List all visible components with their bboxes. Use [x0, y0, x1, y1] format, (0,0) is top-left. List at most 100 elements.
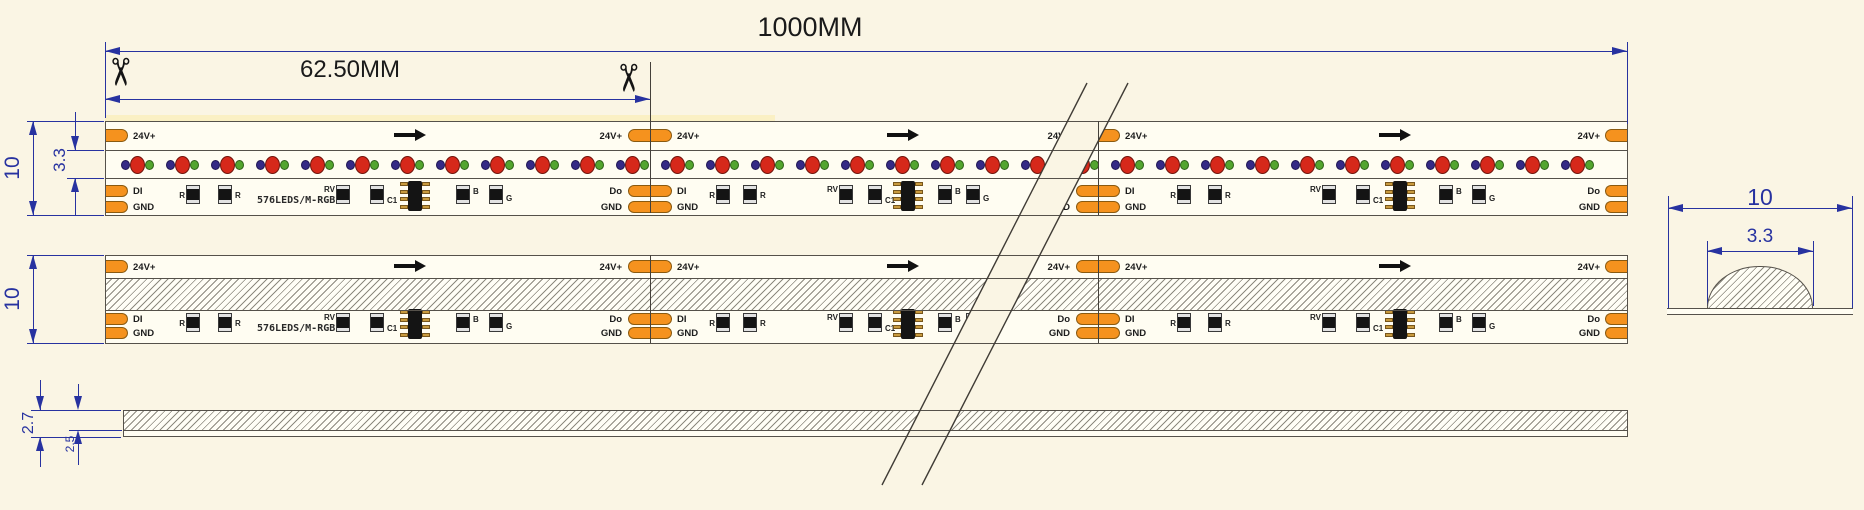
- extension-line: [27, 343, 104, 344]
- ic-pin: [915, 197, 923, 201]
- pad-label-data-in: DI: [133, 186, 143, 197]
- component-label: R: [179, 191, 185, 200]
- smd-component-channel-g: [1473, 186, 1485, 203]
- rgb-led-cluster: [1471, 156, 1504, 174]
- solder-pad-data-out: [1605, 313, 1628, 325]
- smd-component-capacitor-c1: [869, 314, 881, 331]
- rgb-led-cluster: [571, 156, 604, 174]
- dim-arrow-icon: [71, 178, 79, 192]
- flow-direction-arrow-icon: [887, 129, 919, 141]
- rgb-led-cluster: [1426, 156, 1459, 174]
- ic-pin: [422, 182, 430, 186]
- strip-edge-line: [105, 278, 1628, 279]
- smd-component-resistor: [717, 314, 729, 331]
- pad-label-power: 24V+: [133, 262, 156, 273]
- strip2-height-label: 10: [1, 287, 24, 311]
- strip-edge-line: [105, 255, 106, 343]
- smd-component-resistor-rv: [337, 314, 349, 331]
- cut-mark-line: [650, 62, 651, 213]
- solder-pad-ground: [1605, 201, 1628, 213]
- strip-edge-line: [105, 121, 106, 215]
- rgb-led-cluster: [481, 156, 514, 174]
- smd-component-resistor-rv: [337, 186, 349, 203]
- ic-pin: [1385, 204, 1393, 209]
- ic-pin: [422, 204, 430, 209]
- smd-component-channel-b: [1440, 186, 1452, 203]
- pad-label-data-out: Do: [609, 314, 622, 325]
- pad-label-power: 24V+: [599, 131, 622, 142]
- extension-line: [1852, 196, 1853, 308]
- component-label: B: [473, 187, 479, 196]
- smd-component-capacitor-c1: [1357, 314, 1369, 331]
- strip-edge-line: [105, 255, 1628, 256]
- ic-pin: [1385, 332, 1393, 337]
- rgb-led-cluster: [166, 156, 199, 174]
- dim-arrow-icon: [1707, 247, 1722, 255]
- ic-pin: [1385, 197, 1393, 201]
- component-label: C1: [387, 324, 398, 333]
- smd-component-channel-g: [490, 314, 502, 331]
- solder-pad-ground: [105, 327, 128, 339]
- dim-arrow-icon: [1612, 47, 1627, 55]
- driver-ic: [400, 309, 430, 339]
- dim-arrow-icon: [635, 95, 650, 103]
- component-label: R: [760, 191, 766, 200]
- side-view-adhesive-base: [123, 431, 1628, 436]
- component-label: RV: [324, 313, 335, 322]
- smd-component-resistor: [219, 186, 231, 203]
- pad-label-ground: GND: [133, 328, 155, 339]
- rgb-led-cluster: [751, 156, 784, 174]
- rgb-led-cluster: [301, 156, 334, 174]
- component-label: C1: [885, 196, 896, 205]
- flow-direction-arrow-icon: [1379, 129, 1411, 141]
- rgb-led-cluster: [391, 156, 424, 174]
- solder-pad-data-in: [105, 185, 128, 197]
- dim-arrow-icon: [29, 121, 37, 135]
- solder-pad-power: [105, 129, 128, 142]
- ic-pin: [1385, 189, 1393, 194]
- smd-component-resistor: [1178, 314, 1190, 331]
- smd-component-resistor: [744, 186, 756, 203]
- side-view-tape-hatched: [123, 411, 1628, 430]
- pad-label-ground: GND: [1125, 328, 1147, 339]
- pad-label-ground: GND: [677, 328, 699, 339]
- strip-edge-line: [123, 430, 1628, 431]
- extension-line: [27, 255, 104, 256]
- ic-pin: [422, 332, 430, 337]
- dim-line: [75, 112, 76, 150]
- component-label: B: [955, 315, 961, 324]
- smd-component-resistor: [1178, 186, 1190, 203]
- solder-pad-data-out: [1605, 185, 1628, 197]
- scissors-icon: ✂: [97, 56, 140, 88]
- extension-line: [1813, 241, 1814, 306]
- component-label: RV: [827, 185, 838, 194]
- pad-label-data-out: Do: [1587, 186, 1600, 197]
- dim-line: [78, 443, 79, 465]
- pad-label-data-in: DI: [1125, 186, 1135, 197]
- component-label: R: [235, 319, 241, 328]
- component-label: C1: [1373, 324, 1384, 333]
- smd-component-resistor-rv: [1323, 314, 1335, 331]
- ic-pin: [422, 197, 430, 201]
- component-label: B: [473, 315, 479, 324]
- ic-pin: [893, 204, 901, 209]
- extension-line: [27, 215, 104, 216]
- rgb-led-cluster: [1201, 156, 1234, 174]
- smd-component-channel-g: [490, 186, 502, 203]
- smd-component-channel-b: [1440, 314, 1452, 331]
- rgb-led-cluster: [121, 156, 154, 174]
- ic-pin: [1407, 182, 1415, 186]
- ic-pin: [893, 197, 901, 201]
- rgb-led-cluster: [841, 156, 874, 174]
- ic-body: [1393, 309, 1407, 339]
- rgb-led-cluster: [1336, 156, 1369, 174]
- pad-label-ground: GND: [1048, 328, 1070, 339]
- strip-edge-line: [1627, 255, 1628, 343]
- strip-edge-line: [123, 410, 1628, 411]
- strip-edge-line: [105, 310, 1628, 311]
- rgb-led-cluster: [346, 156, 379, 174]
- pad-label-power: 24V+: [1047, 131, 1070, 142]
- pad-label-ground: GND: [600, 328, 622, 339]
